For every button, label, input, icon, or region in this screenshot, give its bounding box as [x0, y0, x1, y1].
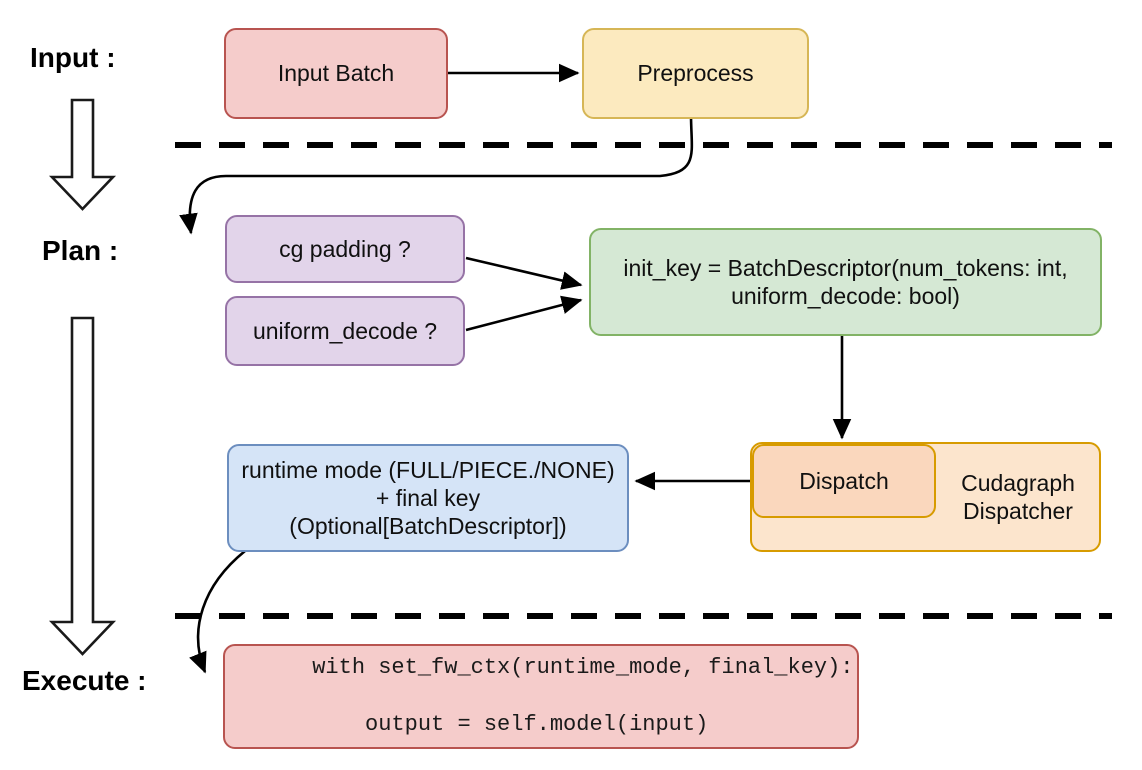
node-dispatch[interactable]: Dispatch — [752, 444, 936, 518]
node-cg-padding-label: cg padding ? — [279, 235, 411, 262]
node-execute-code-line2: output = self.model(input) — [312, 711, 709, 737]
node-cudagraph-dispatcher-line1: Cudagraph — [961, 469, 1075, 496]
node-input-batch[interactable]: Input Batch — [224, 28, 448, 119]
node-runtime-mode[interactable]: runtime mode (FULL/PIECE./NONE) + final … — [227, 444, 629, 552]
stage-flow-input-to-plan-icon — [48, 98, 117, 211]
cg-padding-to-init-key-arrow — [465, 256, 583, 290]
node-cudagraph-dispatcher-label: Cudagraph Dispatcher — [935, 442, 1101, 552]
node-execute-code-line1: with set_fw_ctx(runtime_mode, final_key)… — [312, 654, 854, 680]
node-uniform-decode[interactable]: uniform_decode ? — [225, 296, 465, 366]
node-cudagraph-dispatcher-text: Cudagraph Dispatcher — [961, 469, 1075, 525]
node-execute-code[interactable]: with set_fw_ctx(runtime_mode, final_key)… — [223, 644, 859, 749]
node-execute-code-text: with set_fw_ctx(runtime_mode, final_key)… — [233, 625, 853, 768]
node-preprocess-label: Preprocess — [637, 60, 754, 87]
node-dispatch-label: Dispatch — [799, 467, 889, 494]
uniform-decode-to-init-key-arrow — [465, 295, 583, 332]
node-cudagraph-dispatcher-line2: Dispatcher — [963, 498, 1073, 524]
node-cg-padding[interactable]: cg padding ? — [225, 215, 465, 283]
node-input-batch-label: Input Batch — [277, 60, 395, 87]
node-runtime-mode-line1: runtime mode (FULL/PIECE./NONE) — [241, 456, 615, 483]
node-uniform-decode-label: uniform_decode ? — [252, 317, 438, 344]
node-init-key[interactable]: init_key = BatchDescriptor(num_tokens: i… — [589, 228, 1102, 336]
node-preprocess[interactable]: Preprocess — [582, 28, 809, 119]
stage-label-execute: Execute : — [22, 665, 147, 696]
stage-label-input: Input : — [30, 42, 116, 73]
node-init-key-line2: uniform_decode: bool) — [731, 283, 960, 309]
node-runtime-mode-line2: + final key (Optional[BatchDescriptor]) — [289, 484, 567, 540]
node-init-key-line1: init_key = BatchDescriptor(num_tokens: i… — [623, 254, 1068, 281]
stage-flow-plan-to-execute-icon — [48, 316, 117, 656]
node-runtime-mode-text: runtime mode (FULL/PIECE./NONE) + final … — [239, 456, 617, 540]
node-init-key-text: init_key = BatchDescriptor(num_tokens: i… — [601, 254, 1090, 310]
stage-label-plan: Plan : — [42, 235, 119, 266]
